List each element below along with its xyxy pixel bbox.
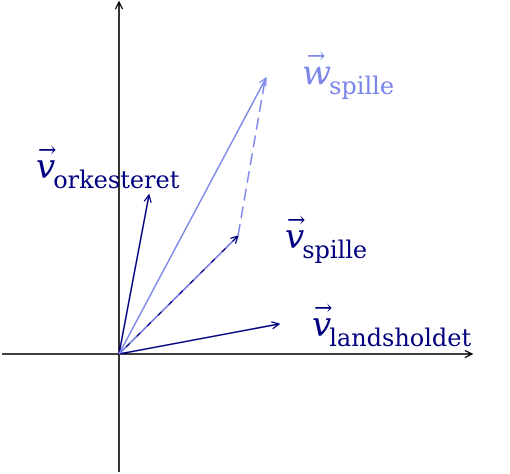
label-v-landsholdet-symbol: →v	[312, 296, 333, 345]
label-w-spille-subscript: spille	[329, 72, 395, 100]
vector-w-spille-arrow	[118, 78, 266, 355]
label-v-spille-subscript: spille	[302, 236, 368, 264]
vector-v-spille-dashed-overlay	[118, 237, 237, 355]
label-v-landsholdet: →vlandsholdet	[312, 296, 473, 351]
vector-orkesteret-arrow	[118, 195, 149, 355]
label-v-orkesteret-subscript: orkesteret	[53, 166, 180, 194]
label-v-orkesteret-symbol: →v	[36, 138, 57, 187]
label-w-spille-symbol: →w	[302, 44, 332, 93]
label-w-spille: →wspille	[302, 44, 396, 99]
label-v-orkesteret: →vorkesteret	[36, 138, 181, 193]
connector-dashed	[237, 79, 266, 237]
label-v-landsholdet-subscript: landsholdet	[329, 324, 472, 352]
vector-arrow-accent-icon: →	[38, 138, 57, 163]
vector-arrow-accent-icon: →	[287, 208, 306, 233]
vector-landsholdet-arrow	[118, 324, 279, 355]
vector-arrow-accent-icon: →	[314, 296, 333, 321]
label-v-spille: →vspille	[285, 208, 369, 263]
vector-arrow-accent-icon: →	[307, 44, 326, 69]
label-v-spille-symbol: →v	[285, 208, 306, 257]
